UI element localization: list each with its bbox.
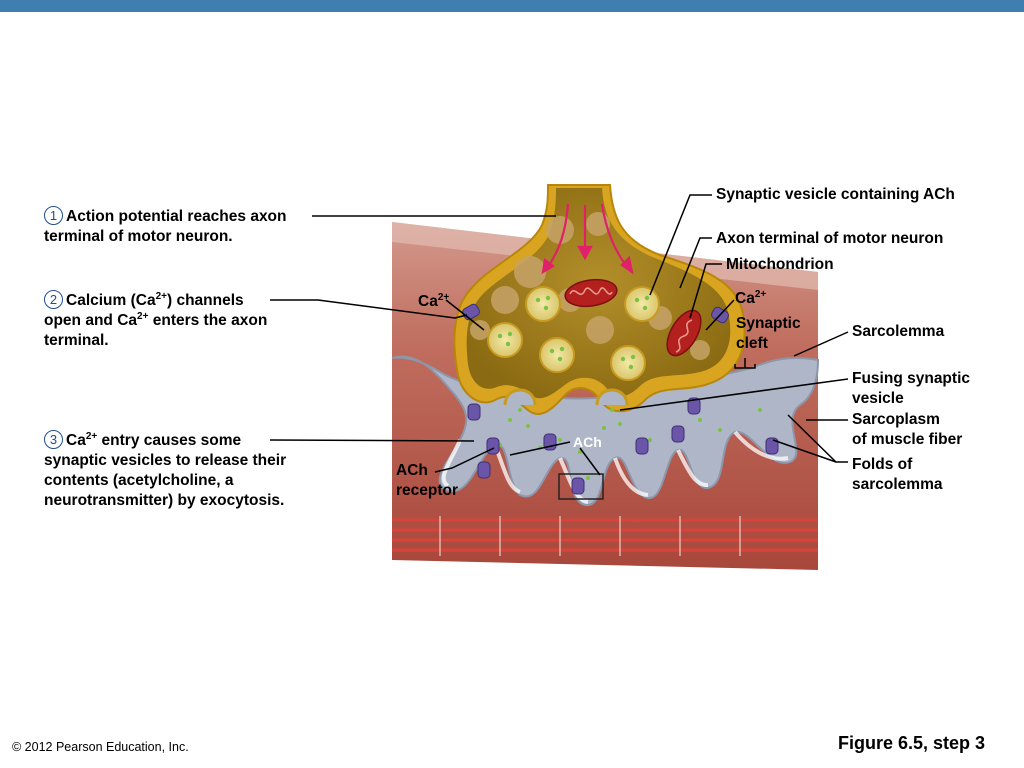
action-potential-arrows [541,203,634,275]
synaptic-vesicles [487,286,660,381]
label-ca-right: Ca2+ [735,288,767,307]
header-bar [0,0,1024,12]
label-sarcolemma: Sarcolemma [852,323,945,340]
leader-lines [269,194,849,476]
step-1-number: 1 [44,206,63,225]
receptor-highlight-box [558,473,604,500]
label-mitochondrion: Mitochondrion [726,256,834,273]
label-ach: ACh [573,434,602,450]
step-2-number: 2 [44,290,63,309]
label-ca-left: Ca2+ [418,291,450,310]
fusing-vesicles [503,388,629,406]
label-axon-terminal: Axon terminal of motor neuron [716,230,944,247]
figure-caption: Figure 6.5, step 3 [838,733,986,753]
mitochondrion [564,278,702,357]
ach-molecules [497,295,762,480]
copyright-text: © 2012 Pearson Education, Inc. [12,740,189,754]
ach-receptors [467,397,779,495]
label-synaptic-vesicle: Synaptic vesicle containing ACh [716,186,955,203]
step-3-number: 3 [44,430,63,449]
